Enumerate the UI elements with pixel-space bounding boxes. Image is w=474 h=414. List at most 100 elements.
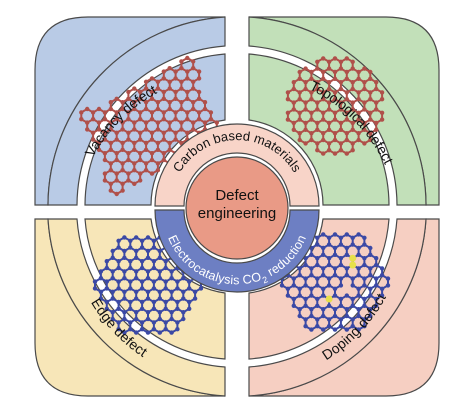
lattice-atom (185, 110, 190, 115)
lattice-atom (285, 97, 291, 102)
lattice-atom (285, 117, 291, 122)
lattice-atom (151, 265, 157, 271)
lattice-atom (379, 110, 385, 116)
lattice-atom (321, 97, 326, 102)
lattice-atom (309, 110, 314, 116)
lattice-atom (291, 283, 296, 288)
lattice-atom (362, 262, 367, 268)
lattice-atom (356, 110, 361, 116)
lattice-atom (208, 110, 214, 115)
lattice-atom (169, 330, 174, 335)
lattice-atom (356, 313, 361, 319)
lattice-atom (167, 127, 172, 132)
lattice-atom (285, 90, 291, 95)
lattice-atom (155, 127, 161, 132)
lattice-atom (297, 97, 302, 102)
lattice-atom (110, 316, 115, 322)
lattice-atom (145, 269, 151, 274)
lattice-atom (128, 320, 133, 325)
lattice-atom (191, 120, 196, 125)
lattice-atom (98, 276, 104, 281)
lattice-atom (321, 286, 326, 291)
lattice-atom (151, 320, 157, 325)
lattice-atom (332, 307, 338, 312)
lattice-atom (120, 181, 125, 186)
lattice-atom (139, 279, 145, 284)
lattice-atom (191, 86, 196, 91)
lattice-atom (116, 286, 121, 291)
lattice-atom (332, 90, 338, 95)
lattice-atom (315, 141, 320, 146)
lattice-atom (309, 117, 314, 122)
lattice-atom (338, 120, 344, 126)
lattice-atom (108, 181, 114, 186)
lattice-atom (362, 86, 367, 92)
lattice-atom (309, 313, 314, 319)
lattice-atom (332, 232, 338, 237)
lattice-atom (138, 137, 143, 142)
lattice-atom (175, 320, 180, 325)
lattice-atom (338, 86, 344, 92)
lattice-atom (167, 100, 172, 105)
lattice-atom (309, 293, 314, 298)
lattice-atom (297, 110, 302, 116)
lattice-atom (350, 276, 355, 281)
lattice-atom (167, 106, 172, 112)
lattice-atom (196, 110, 202, 115)
lattice-atom (338, 59, 344, 64)
lattice-atom (344, 90, 349, 95)
lattice-atom (344, 76, 349, 82)
lattice-atom (138, 96, 143, 102)
lattice-atom (114, 96, 119, 102)
lattice-atom (315, 86, 320, 92)
lattice-atom (350, 59, 355, 64)
lattice-atom (362, 276, 367, 281)
lattice-atom (350, 324, 355, 329)
lattice-atom (155, 106, 161, 112)
lattice-atom (114, 110, 119, 115)
lattice-atom (315, 100, 320, 105)
lattice-atom (356, 69, 361, 75)
lattice-atom (96, 127, 102, 132)
lattice-atom (138, 89, 143, 95)
lattice-atom (326, 276, 332, 281)
lattice-atom (315, 262, 320, 268)
lattice-atom (291, 86, 296, 92)
lattice-atom (332, 313, 338, 319)
lattice-atom (98, 296, 104, 301)
lattice-atom (368, 286, 373, 291)
edge-band (47, 218, 226, 397)
lattice-atom (179, 127, 184, 132)
lattice-atom (167, 140, 172, 146)
lattice-atom (309, 266, 314, 271)
lattice-atom (175, 306, 180, 311)
lattice-atom (291, 127, 296, 132)
lattice-atom (344, 131, 349, 136)
lattice-atom (175, 279, 180, 284)
lattice-atom (85, 106, 90, 112)
lattice-atom (149, 117, 155, 122)
lattice-atom (285, 293, 291, 298)
lattice-atom (120, 168, 125, 173)
lattice-atom (149, 137, 155, 142)
lattice-atom (114, 130, 119, 135)
lattice-atom (128, 259, 133, 264)
lattice-atom (110, 269, 115, 274)
lattice-atom (108, 120, 114, 125)
lattice-atom (303, 80, 308, 85)
lattice-atom (169, 296, 174, 301)
lattice-atom (379, 117, 385, 122)
lattice-atom (192, 296, 198, 301)
lattice-atom (169, 289, 174, 294)
lattice-atom (163, 279, 168, 284)
lattice-atom (321, 313, 326, 319)
lattice-atom (110, 310, 115, 315)
lattice-atom (126, 171, 131, 176)
lattice-atom (332, 245, 338, 251)
lattice-atom (368, 90, 373, 95)
lattice-atom (362, 80, 367, 85)
lattice-atom (196, 117, 202, 122)
lattice-atom (303, 100, 308, 105)
lattice-atom (362, 303, 367, 308)
lattice-atom (145, 296, 151, 301)
